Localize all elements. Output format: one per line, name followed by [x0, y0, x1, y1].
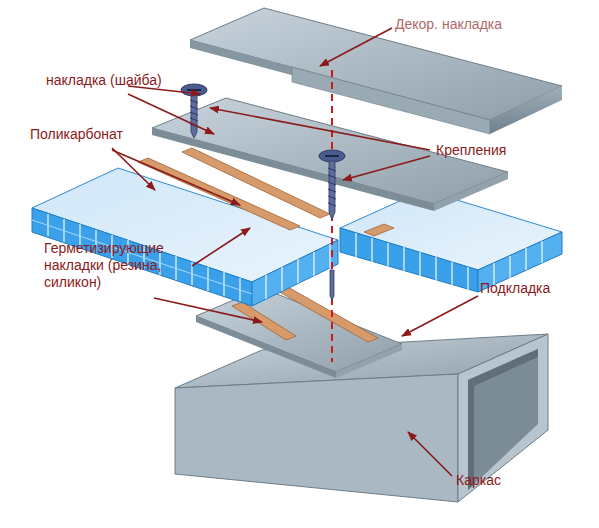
part-label: Крепления	[436, 142, 586, 159]
underlay-plate	[196, 286, 402, 378]
part-label: Подкладка	[480, 280, 590, 297]
part-label: накладка (шайба)	[46, 72, 206, 89]
polycarbonate-sheet	[340, 190, 562, 292]
part-label: Декор. накладка	[395, 16, 595, 33]
screw	[319, 150, 345, 300]
leader-line	[112, 28, 478, 476]
part-label: Поликарбонат	[30, 126, 190, 143]
polycarbonate-sheet	[32, 168, 338, 306]
part-label: Каркас	[456, 472, 566, 489]
part-label: Герметизирующие накладки (резина, силико…	[44, 240, 194, 291]
